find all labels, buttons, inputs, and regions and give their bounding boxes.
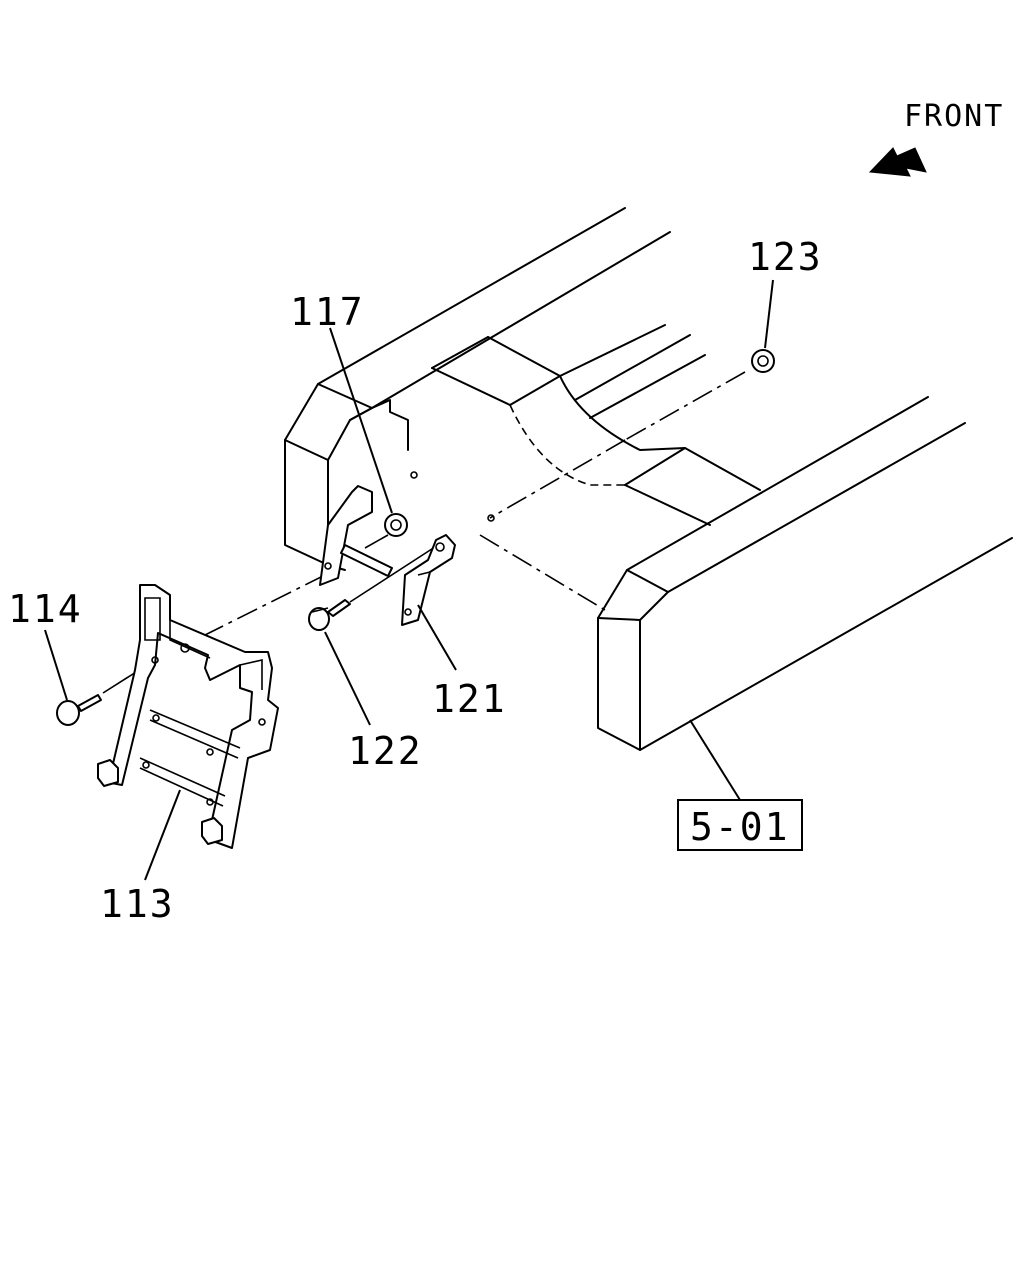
reference-label: 5-01 [690, 805, 790, 849]
arrow-icon [868, 147, 927, 177]
front-indicator: FRONT [868, 99, 1004, 177]
bolt-114 [56, 694, 102, 726]
callout-117: 117 [290, 290, 365, 334]
bracket-121 [401, 534, 456, 626]
callouts: 117 123 114 121 122 113 [8, 235, 823, 926]
callout-113: 113 [100, 882, 175, 926]
nut-123 [751, 349, 775, 373]
leader-lines [44, 279, 774, 881]
callout-122: 122 [348, 729, 423, 773]
front-label: FRONT [904, 99, 1004, 134]
callout-123: 123 [748, 235, 823, 279]
callout-114: 114 [8, 587, 83, 631]
callout-121: 121 [432, 677, 507, 721]
bracket-113 [97, 584, 279, 849]
frame-rails [284, 207, 1013, 751]
reference-box: 5-01 [677, 799, 803, 851]
bracket-left [319, 485, 393, 586]
bolt-122 [308, 599, 351, 631]
nut-117 [384, 513, 408, 537]
